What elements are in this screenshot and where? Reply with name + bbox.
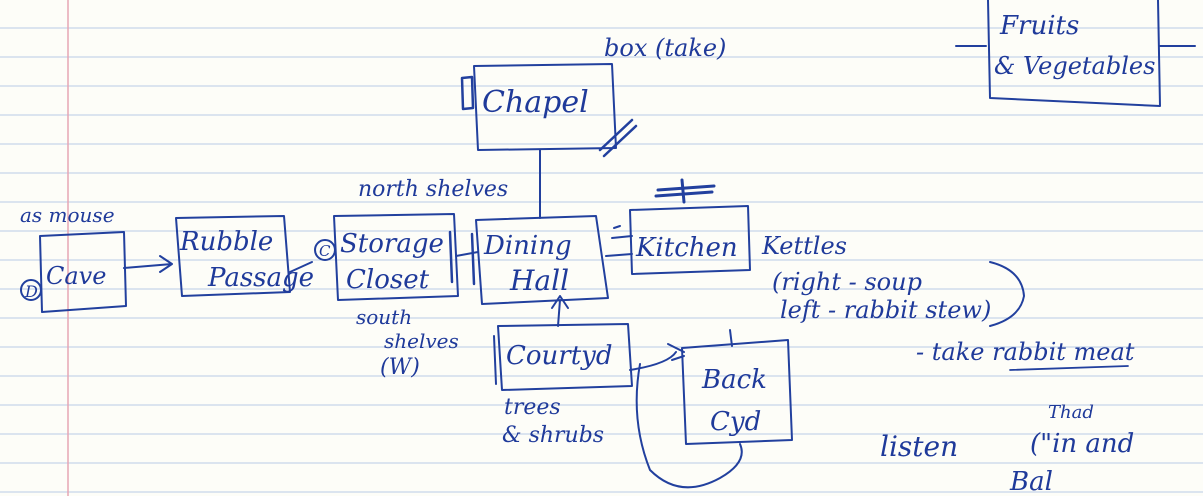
- connector-courtyard-back: [629, 351, 677, 371]
- room-label-vegetables: & Vegetables: [994, 52, 1155, 80]
- room-fruits-vegetables: Fruits & Vegetables: [955, 0, 1196, 107]
- room-storage-closet: C Storage Closet: [314, 213, 459, 301]
- note-shrubs: & shrubs: [502, 423, 604, 448]
- note-left-stew: left - rabbit stew): [780, 296, 991, 324]
- connector-cave-rubble: [123, 255, 173, 273]
- room-label-back: Back: [701, 365, 767, 395]
- room-rubble-passage: Rubble Passage: [175, 215, 314, 297]
- connector-loop: [635, 363, 743, 489]
- note-kettles: Kettles: [761, 232, 847, 260]
- connector-storage-dining: [455, 251, 479, 257]
- connector-rubble-storage: [289, 261, 313, 273]
- room-back-courtyard: Back Cyd: [667, 339, 793, 445]
- room-label-courtyard: Courtyd: [506, 341, 613, 371]
- room-label-dining: Dining: [483, 231, 572, 261]
- underline-rabbit-meat: [1009, 365, 1129, 371]
- room-label-passage: Passage: [207, 263, 314, 293]
- room-label-fruits: Fruits: [999, 11, 1079, 41]
- note-as-mouse: as mouse: [20, 203, 115, 227]
- note-north-shelves: north shelves: [358, 177, 508, 202]
- note-box: box (take): [604, 34, 726, 62]
- room-chapel: Chapel: [460, 63, 638, 158]
- room-label-storage: Storage: [340, 229, 444, 259]
- room-courtyard: Courtyd: [493, 323, 633, 391]
- note-take-meat: - take rabbit meat: [916, 338, 1135, 366]
- room-label-hall: Hall: [509, 264, 569, 297]
- door-dining-kitchen: [611, 225, 633, 239]
- note-bottom-fragment: Bal: [1009, 467, 1053, 496]
- connector-dining-courtyard: [551, 295, 569, 327]
- room-label-cyd: Cyd: [710, 407, 761, 437]
- note-trees: trees: [504, 395, 561, 420]
- note-south: south: [356, 305, 412, 329]
- room-label-chapel: Chapel: [482, 85, 589, 120]
- door-storage-dining: [448, 230, 476, 286]
- room-kitchen: Kitchen: [629, 178, 751, 275]
- room-cave: D Cave: [20, 231, 127, 313]
- room-label-rubble: Rubble: [179, 227, 273, 257]
- tick-back: [729, 329, 733, 347]
- note-listen: listen: [880, 430, 958, 463]
- room-label-kitchen: Kitchen: [635, 233, 738, 263]
- bracket-kettles: [989, 261, 1025, 327]
- note-w: (W): [380, 355, 420, 380]
- room-label-cave: Cave: [46, 262, 106, 290]
- room-label-closet: Closet: [346, 265, 430, 295]
- cave-marker: D: [24, 282, 38, 301]
- note-right-soup: (right - soup: [772, 268, 922, 296]
- note-thad: Thad: [1048, 402, 1094, 423]
- connector-dining-kitchen: [605, 253, 633, 257]
- note-shelves: shelves: [384, 329, 459, 353]
- notes: box (take) north shelves as mouse south …: [20, 34, 1135, 496]
- room-dining-hall: Dining Hall: [475, 215, 609, 305]
- connections: [123, 149, 1025, 489]
- note-in-and: ("in and: [1030, 429, 1134, 459]
- storage-marker: C: [319, 242, 331, 260]
- ruled-lines: [0, 27, 1203, 493]
